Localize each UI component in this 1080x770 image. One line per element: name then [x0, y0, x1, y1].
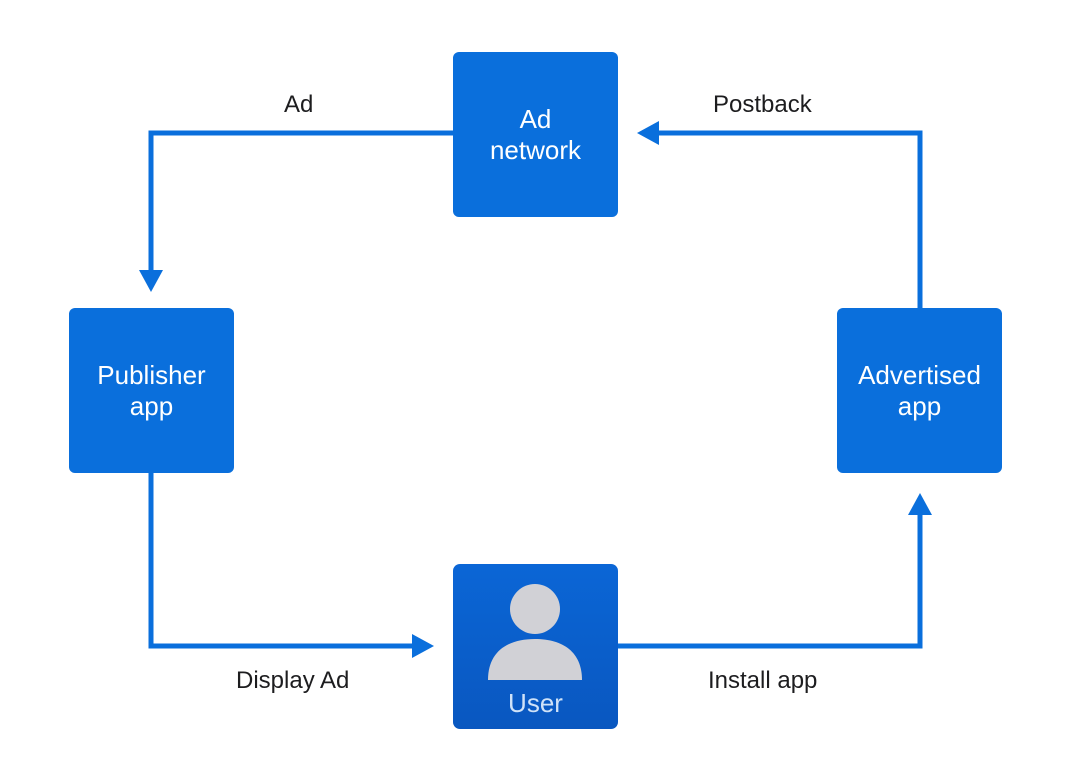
publisher-app-node: Publisher app [69, 308, 234, 473]
advertised-app-node: Advertised app [837, 308, 1002, 473]
ad-network-node: Ad network [453, 52, 618, 217]
edge-postback-arrow [657, 130, 923, 308]
user-node: User [453, 564, 618, 729]
edge-install-app-arrow [618, 513, 923, 649]
arrowhead-down-icon [139, 270, 163, 292]
arrowhead-right-icon [412, 634, 434, 658]
user-label: User [508, 688, 563, 718]
person-silhouette-icon [488, 584, 582, 680]
edge-label-install-app: Install app [708, 667, 818, 694]
arrowhead-up-icon [908, 493, 932, 515]
edge-ad-arrow [148, 130, 453, 272]
edge-label-postback: Postback [713, 91, 812, 118]
arrowhead-left-icon [637, 121, 659, 145]
edge-label-ad: Ad [284, 91, 314, 118]
edge-display-ad-arrow [148, 473, 414, 649]
edge-label-display-ad: Display Ad [236, 667, 350, 694]
